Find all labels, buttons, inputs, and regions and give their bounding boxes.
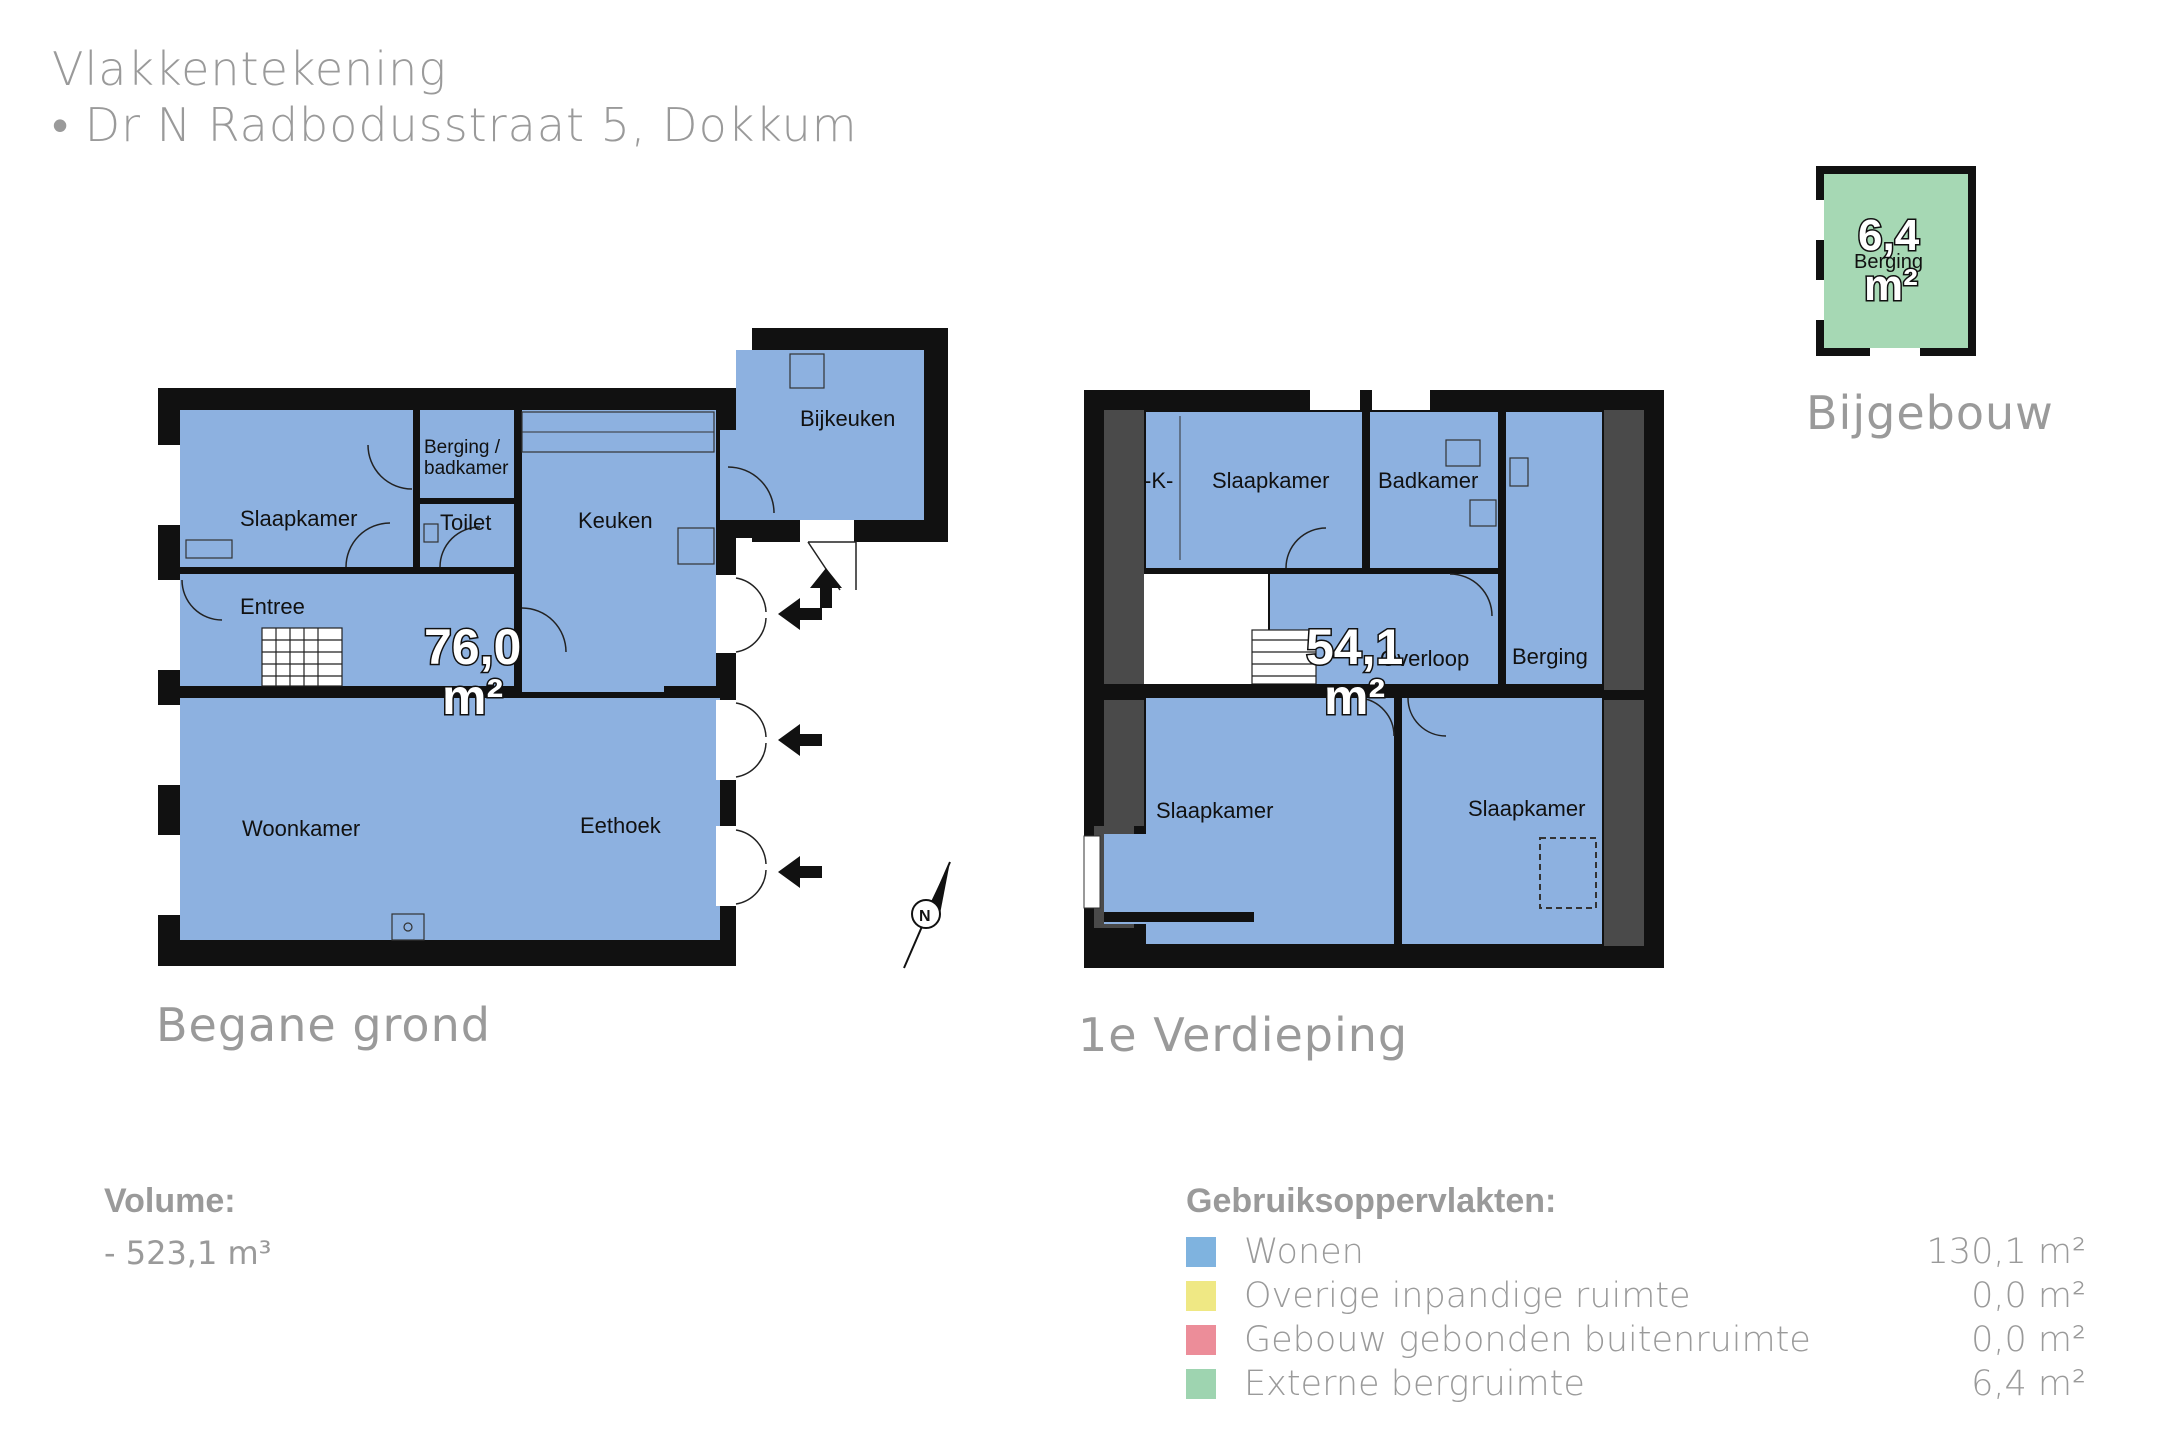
room-toilet — [420, 504, 514, 567]
legend-item: Overige inpandige ruimte 0,0 m² — [1186, 1276, 2086, 1316]
legend-value: 6,4 m² — [1971, 1364, 2086, 1404]
wall — [664, 686, 736, 698]
label-k: -K- — [1144, 468, 1173, 493]
label-annex-berging: Berging — [1854, 251, 1923, 273]
arrow-icon — [778, 598, 822, 630]
wall — [720, 520, 768, 538]
door-opening — [716, 575, 736, 653]
window — [158, 445, 180, 525]
wall — [514, 410, 522, 692]
first-area-unit: m² — [1324, 669, 1385, 725]
room-entree — [180, 574, 522, 686]
arrow-icon — [810, 568, 842, 608]
stair-void — [1144, 574, 1268, 684]
label-keuken: Keuken — [578, 508, 653, 533]
svg-text:N: N — [919, 908, 931, 925]
window — [158, 705, 180, 785]
label-badkamer: badkamer — [424, 458, 509, 479]
legend-label: Gebouw gebonden buitenruimte — [1244, 1320, 1811, 1360]
first-floor-plan: -K- Slaapkamer Badkamer Overloop Berging… — [1083, 390, 1664, 968]
legend-value: 130,1 m² — [1926, 1232, 2086, 1272]
label-slaapkamer-left: Slaapkamer — [1156, 798, 1273, 823]
room-berging-badkamer — [420, 410, 514, 498]
window — [158, 835, 180, 915]
label-entree: Entree — [240, 594, 305, 619]
first-floor-label: 1e Verdieping — [1078, 1008, 1409, 1062]
page-title: Vlakkentekening — [52, 42, 447, 96]
address: • Dr N Radbodusstraat 5, Dokkum — [52, 98, 858, 152]
door-opening — [716, 700, 736, 780]
room-slaapkamer-right — [1402, 698, 1602, 944]
wall — [158, 686, 520, 698]
legend-swatch — [1186, 1325, 1216, 1355]
legend-swatch — [1186, 1369, 1216, 1399]
label-overloop: Overloop — [1380, 646, 1469, 671]
label-berging: Berging / — [424, 437, 501, 458]
door-opening — [800, 520, 854, 542]
legend-item: Gebouw gebonden buitenruimte 0,0 m² — [1186, 1320, 2086, 1360]
window — [158, 580, 180, 670]
ground-floor-label: Begane grond — [156, 998, 491, 1052]
arrow-icon — [778, 724, 822, 756]
room-slaapkamer-top — [1146, 412, 1362, 568]
label-slaapkamer-top: Slaapkamer — [1212, 468, 1329, 493]
label-woonkamer: Woonkamer — [242, 816, 360, 841]
room-keuken — [522, 410, 716, 692]
ground-floor-plan: Slaapkamer Berging / badkamer Toilet Keu… — [158, 328, 948, 966]
annex-area-unit: m² — [1864, 261, 1918, 310]
annex-plan: Berging 6,4 m² — [1816, 166, 1976, 356]
room-woonkamer-eethoek — [180, 698, 720, 940]
label-toilet: Toilet — [440, 510, 491, 535]
legend-swatch — [1186, 1237, 1216, 1267]
wall — [420, 498, 514, 504]
room-slaapkamer — [180, 410, 413, 567]
legend-item: Wonen 130,1 m² — [1186, 1232, 2086, 1272]
annex-area-number: 6,4 — [1858, 211, 1920, 260]
ground-area-unit: m² — [442, 669, 503, 725]
label-eethoek: Eethoek — [580, 813, 662, 838]
usage-heading: Gebruiksoppervlakten: — [1186, 1182, 1557, 1220]
room-berging — [1506, 412, 1602, 684]
label-berging: Berging — [1512, 644, 1588, 669]
label-slaapkamer-right: Slaapkamer — [1468, 796, 1585, 821]
ground-area-number: 76,0 — [424, 619, 521, 675]
door-opening — [716, 826, 736, 906]
legend-label: Wonen — [1244, 1232, 1364, 1272]
room-bijkeuken — [736, 350, 924, 520]
legend-value: 0,0 m² — [1971, 1276, 2086, 1316]
room-annex-berging — [1824, 174, 1968, 348]
legend-value: 0,0 m² — [1971, 1320, 2086, 1360]
volume-heading: Volume: — [104, 1182, 236, 1220]
label-slaapkamer: Slaapkamer — [240, 506, 357, 531]
volume-value: - 523,1 m³ — [104, 1234, 272, 1272]
legend-label: Externe bergruimte — [1244, 1364, 1585, 1404]
wall — [180, 567, 522, 574]
arrow-icon — [778, 856, 822, 888]
first-area-number: 54,1 — [1306, 619, 1403, 675]
room-badkamer — [1370, 412, 1498, 568]
label-badkamer: Badkamer — [1378, 468, 1478, 493]
legend-item: Externe bergruimte 6,4 m² — [1186, 1364, 2086, 1404]
north-arrow-icon: N — [903, 861, 951, 969]
wall — [413, 410, 420, 567]
legend-label: Overige inpandige ruimte — [1244, 1276, 1691, 1316]
legend-swatch — [1186, 1281, 1216, 1311]
annex-label: Bijgebouw — [1806, 386, 2054, 440]
label-bijkeuken: Bijkeuken — [800, 406, 895, 431]
